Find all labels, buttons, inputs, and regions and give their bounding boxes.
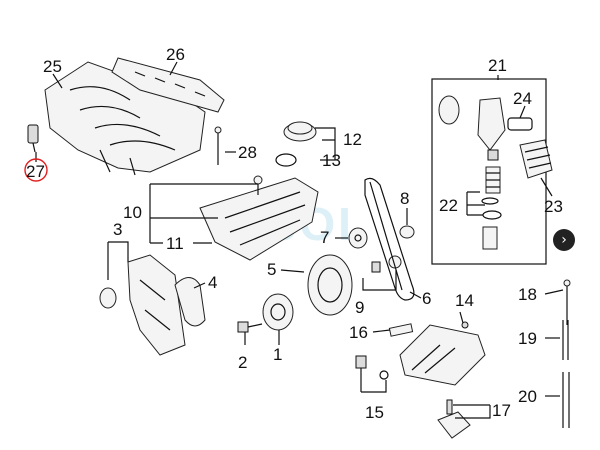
callout-10: 10 [123,203,142,222]
callout-5: 5 [267,260,276,279]
chevron-right-icon: › [561,232,567,248]
callout-23: 23 [544,197,563,216]
callout-12: 12 [343,130,362,149]
callout-27: 27 [26,162,45,181]
callout-25: 25 [43,57,62,76]
callout-22: 22 [439,196,458,215]
callout-20: 20 [518,387,537,406]
callout-14: 14 [455,291,474,310]
oil-filter [485,166,501,194]
leader-lines [35,61,564,419]
callout-13: 13 [322,151,341,170]
bushing-8 [399,225,415,239]
sensor-28 [214,126,222,165]
sensor-27 [27,124,39,153]
tensioner-9 [371,255,402,273]
callout-1: 1 [273,345,282,364]
oil-cap [283,121,317,142]
crank-pulley [262,293,294,331]
timing-cover [127,254,186,356]
callout-6: 6 [422,289,431,308]
filter-seals [481,197,502,220]
bolt-2 [237,321,263,333]
dipstick-18-19-20 [562,279,571,428]
housing-gasket [438,95,460,125]
callout-4: 4 [208,273,217,292]
oil-pan [399,321,486,386]
intake-gasket [111,57,225,113]
drive-belt [364,177,415,301]
filter-housing [477,97,506,161]
pipe-16 [388,323,414,337]
callout-28: 28 [238,143,257,162]
callout-26: 26 [166,45,185,64]
callout-15: 15 [365,403,384,422]
callout-21: 21 [488,56,507,75]
gasket-24 [507,117,533,131]
pulley-5 [307,254,353,316]
oil-cooler [519,139,553,179]
timing-cover-small [99,287,117,309]
callout-9: 9 [355,298,364,317]
oil-pump-17 [437,399,471,439]
callout-17: 17 [492,401,511,420]
callout-7: 7 [320,228,329,247]
idler-pulley [348,227,368,249]
filter-cap [482,226,498,250]
cover-plate [174,277,206,327]
callout-18: 18 [518,285,537,304]
callout-11: 11 [166,234,184,253]
callout-27-highlight-ring [24,158,48,182]
callout-19: 19 [518,329,537,348]
callout-24: 24 [513,89,532,108]
callout-2: 2 [238,353,247,372]
callout-3: 3 [113,220,122,239]
callout-16: 16 [349,323,368,342]
cap-seal [275,153,297,167]
next-chevron-button[interactable]: › [553,229,575,251]
valve-cover [199,175,319,261]
callout-8: 8 [400,189,409,208]
